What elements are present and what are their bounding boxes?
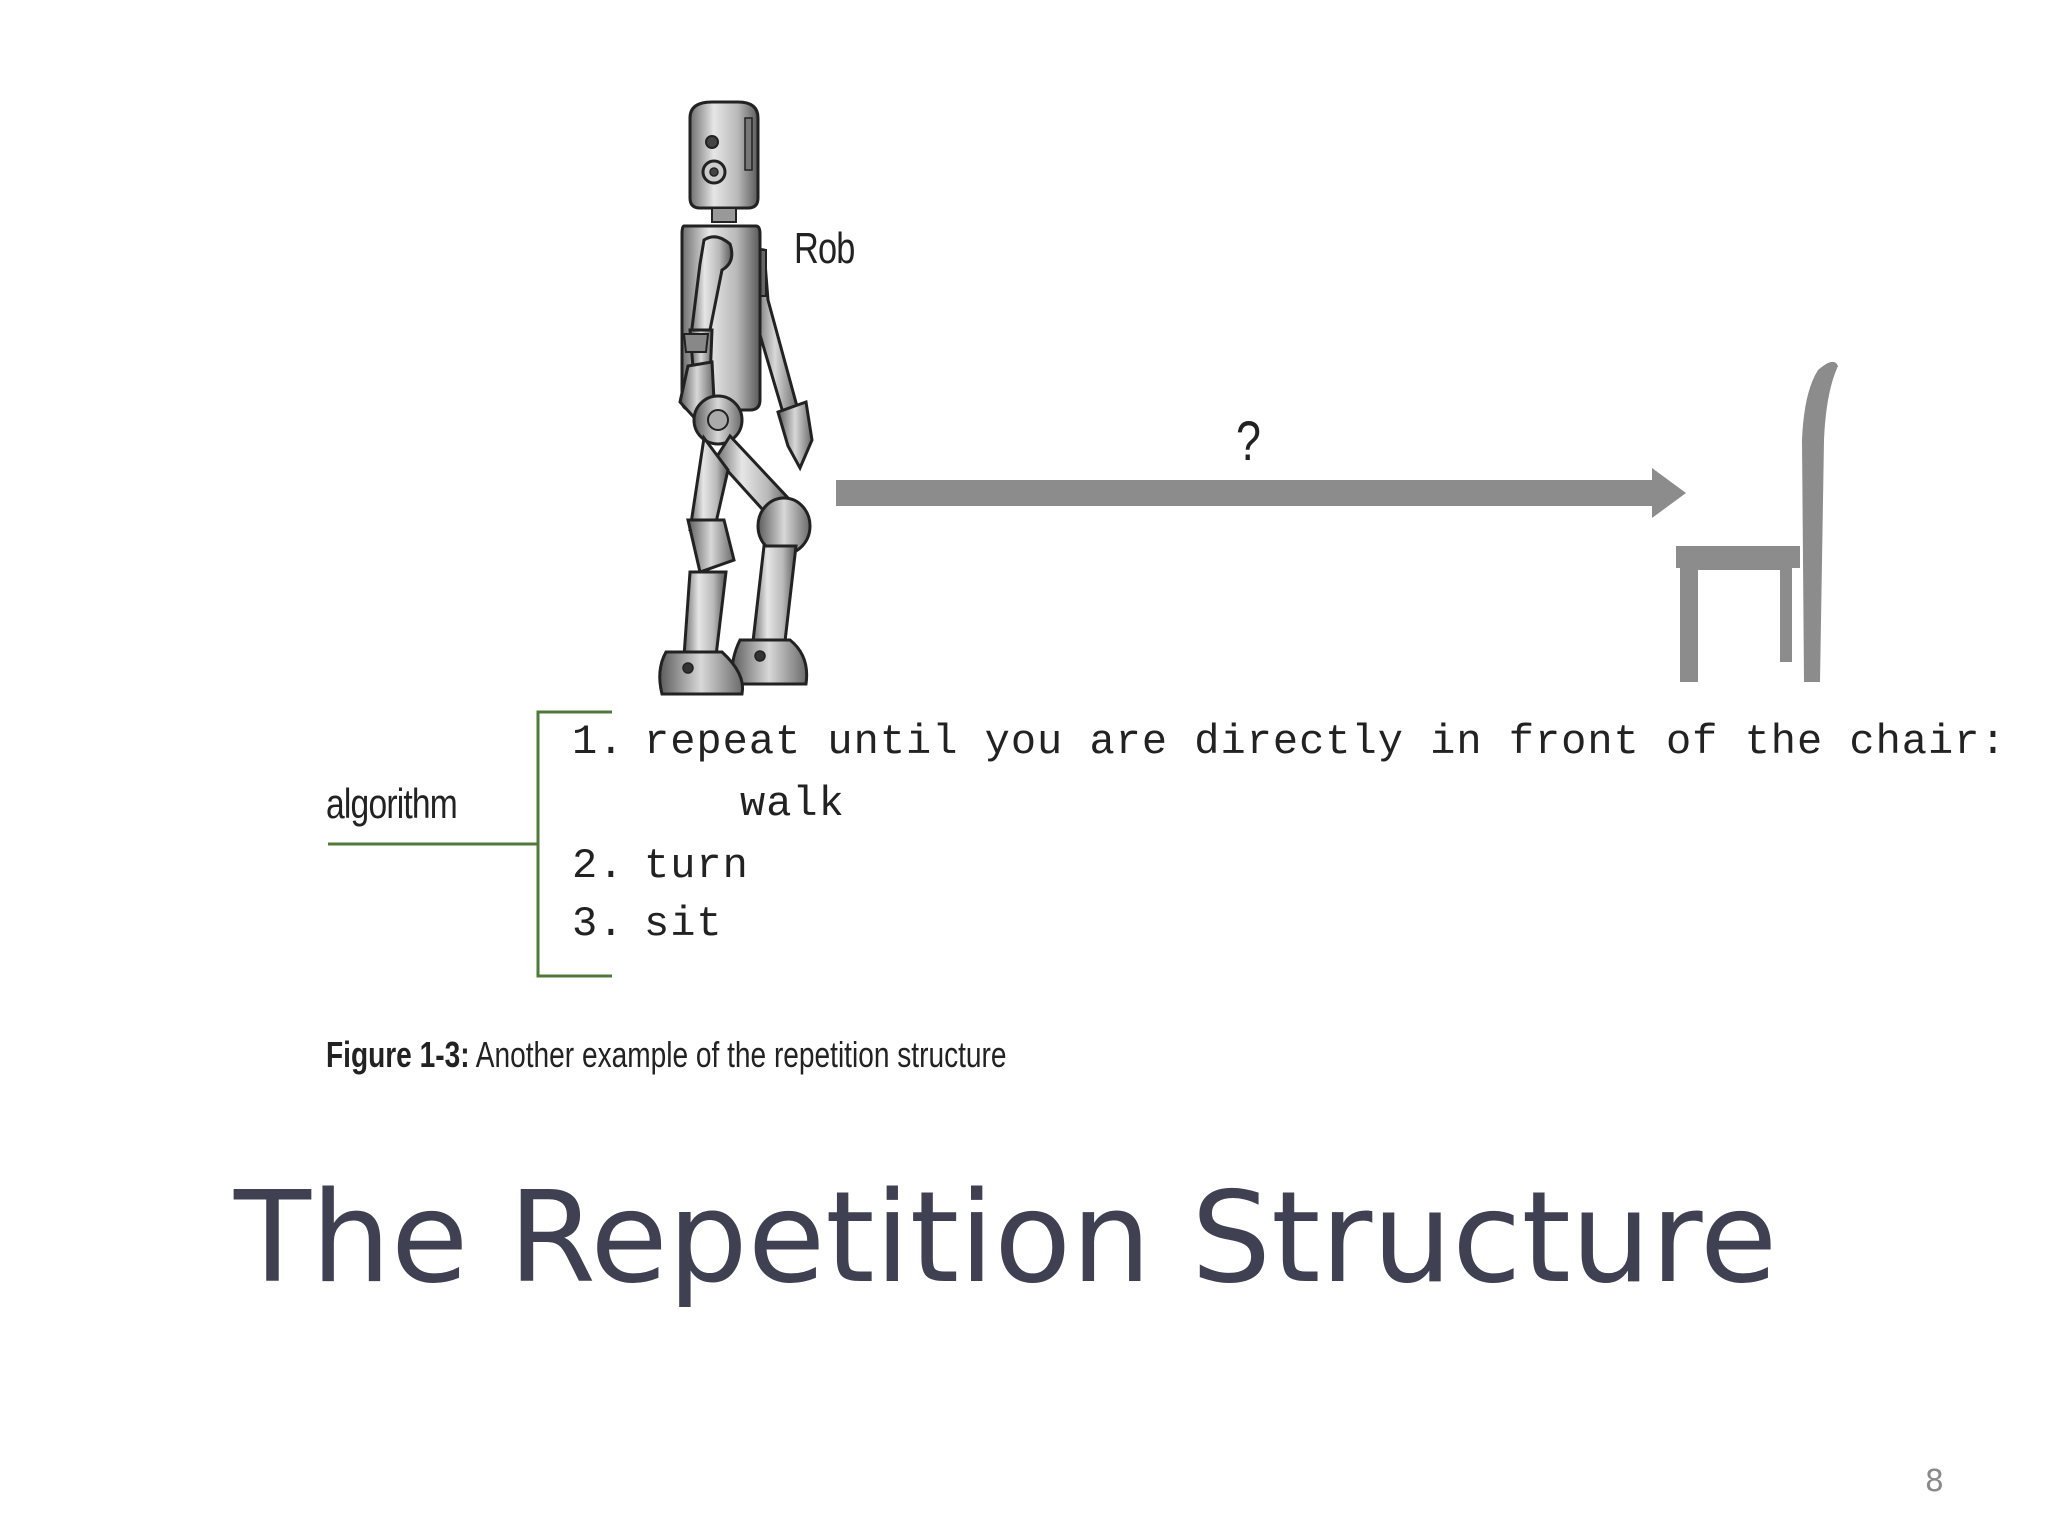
algorithm-step-1: 1. repeat until you are directly in front… [572, 718, 2007, 766]
figure-caption: Figure 1-3: Another example of the repet… [326, 1034, 1007, 1076]
algorithm-step-3: 3. sit [572, 900, 723, 948]
caption-label: Figure 1-3: [326, 1034, 470, 1075]
chair-icon [1676, 361, 1838, 682]
robot-label: Rob [794, 224, 855, 273]
caption-text: Another example of the repetition struct… [469, 1034, 1007, 1075]
algorithm-step-1-body: walk [740, 780, 845, 828]
algorithm-bracket [328, 710, 612, 978]
step-text: repeat until you are directly in front o… [644, 718, 2007, 766]
step-text: turn [644, 842, 749, 890]
robot-icon [658, 100, 814, 696]
page-number: 8 [1924, 1464, 1944, 1499]
arrow-question-label: ? [1236, 409, 1261, 472]
step-number: 1. [572, 718, 625, 766]
algorithm-step-2: 2. turn [572, 842, 749, 890]
slide-title: The Repetition Structure [234, 1164, 1778, 1311]
step-text: walk [740, 780, 845, 828]
arrow-icon [836, 468, 1686, 518]
step-number: 2. [572, 842, 625, 890]
algorithm-label: algorithm [326, 780, 458, 827]
step-number: 3. [572, 900, 625, 948]
step-text: sit [644, 900, 723, 948]
